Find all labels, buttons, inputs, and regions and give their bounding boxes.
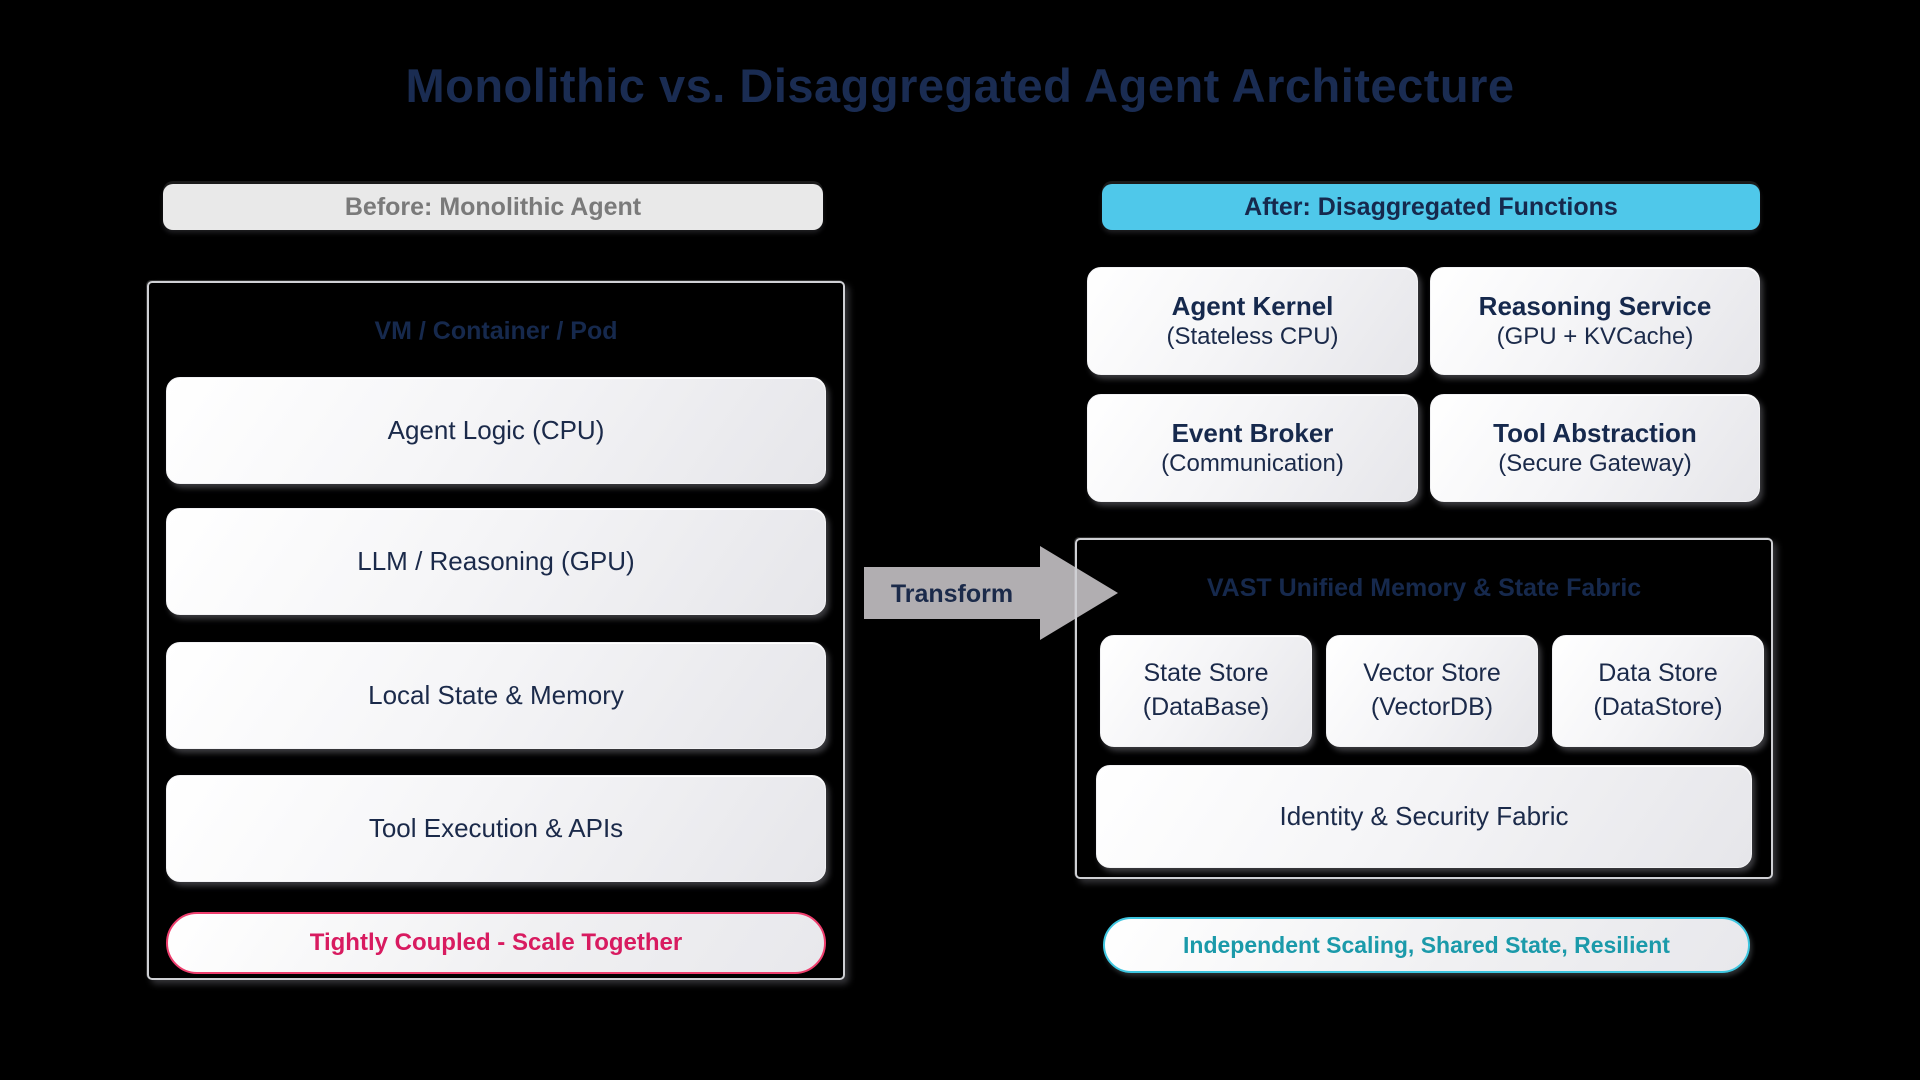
store-title: Vector Store xyxy=(1363,659,1501,688)
store-state-store: State Store (DataBase) xyxy=(1100,635,1312,747)
service-title: Tool Abstraction xyxy=(1493,417,1697,448)
service-title: Agent Kernel xyxy=(1171,290,1334,321)
box-agent-logic: Agent Logic (CPU) xyxy=(166,377,826,484)
service-title: Reasoning Service xyxy=(1478,290,1712,321)
store-title: Data Store xyxy=(1598,659,1718,688)
service-reasoning-service: Reasoning Service (GPU + KVCache) xyxy=(1430,267,1760,375)
box-local-state-memory: Local State & Memory xyxy=(166,642,826,749)
after-footer-badge: Independent Scaling, Shared State, Resil… xyxy=(1103,917,1750,973)
before-container: VM / Container / Pod Agent Logic (CPU) L… xyxy=(147,281,845,980)
store-subtitle: (DataBase) xyxy=(1142,693,1270,721)
store-data-store: Data Store (DataStore) xyxy=(1552,635,1764,747)
before-container-title: VM / Container / Pod xyxy=(374,317,618,345)
box-tool-execution-apis: Tool Execution & APIs xyxy=(166,775,826,882)
transform-arrow-shape xyxy=(864,546,1118,640)
service-subtitle: (Communication) xyxy=(1161,450,1344,478)
service-title: Event Broker xyxy=(1171,417,1334,448)
fabric-title: VAST Unified Memory & State Fabric xyxy=(1206,574,1642,602)
service-agent-kernel: Agent Kernel (Stateless CPU) xyxy=(1087,267,1418,375)
service-subtitle: (Stateless CPU) xyxy=(1166,323,1339,351)
service-event-broker: Event Broker (Communication) xyxy=(1087,394,1418,502)
before-footer-badge: Tightly Coupled - Scale Together xyxy=(166,912,826,974)
store-vector-store: Vector Store (VectorDB) xyxy=(1326,635,1538,747)
fabric-container: VAST Unified Memory & State Fabric State… xyxy=(1075,538,1773,879)
service-tool-abstraction: Tool Abstraction (Secure Gateway) xyxy=(1430,394,1760,502)
box-identity-security-fabric: Identity & Security Fabric xyxy=(1096,765,1752,868)
store-subtitle: (VectorDB) xyxy=(1370,693,1494,721)
service-subtitle: (Secure Gateway) xyxy=(1498,450,1692,478)
after-header-badge: After: Disaggregated Functions xyxy=(1102,184,1760,230)
service-subtitle: (GPU + KVCache) xyxy=(1496,323,1694,351)
transform-arrow: Transform xyxy=(864,546,1118,640)
diagram-title: Monolithic vs. Disaggregated Agent Archi… xyxy=(405,59,1515,112)
store-subtitle: (DataStore) xyxy=(1593,693,1723,721)
box-llm-reasoning: LLM / Reasoning (GPU) xyxy=(166,508,826,615)
store-title: State Store xyxy=(1143,659,1269,688)
before-header-badge: Before: Monolithic Agent xyxy=(163,184,823,230)
transform-arrow-label: Transform xyxy=(891,580,1013,608)
